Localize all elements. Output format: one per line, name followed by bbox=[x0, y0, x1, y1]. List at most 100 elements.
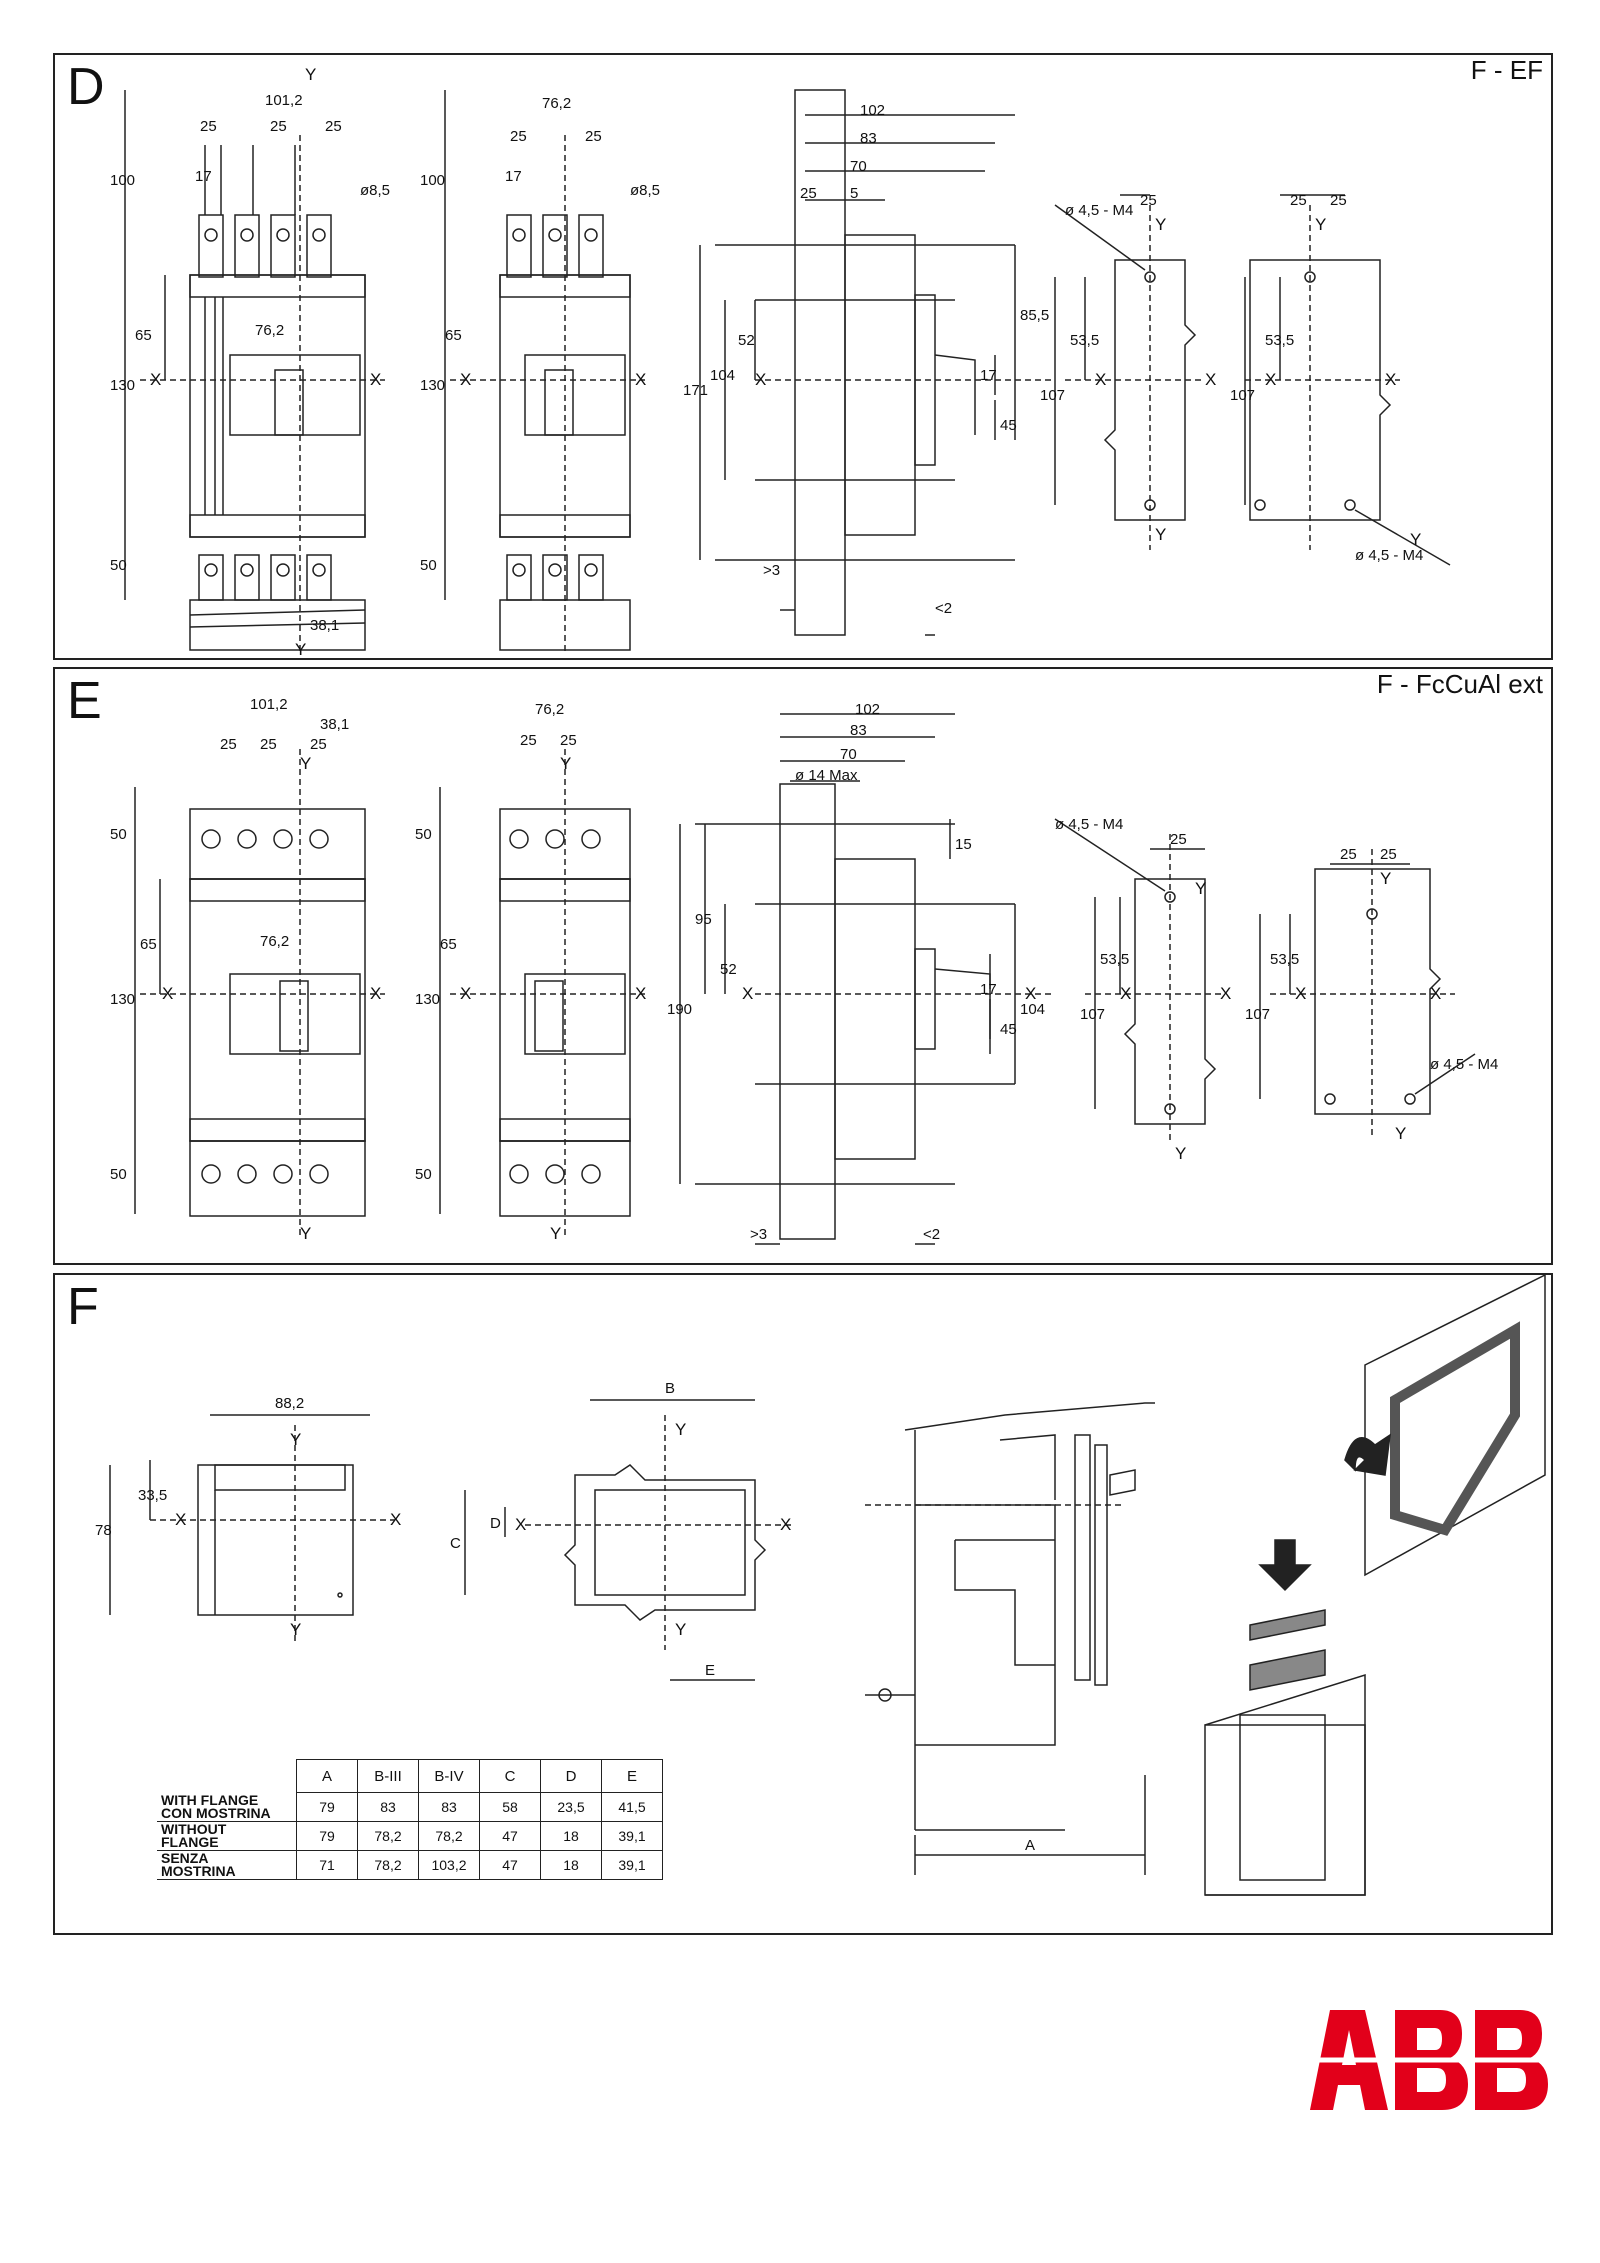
dim-d-3p-25b: 25 bbox=[585, 128, 602, 145]
dim-e-m762: 76,2 bbox=[260, 933, 289, 950]
table-cell: 83 bbox=[357, 1792, 419, 1822]
axis-e-x5: X bbox=[742, 984, 753, 1003]
dim-d-g3: >3 bbox=[763, 562, 780, 579]
dim-d-v52: 52 bbox=[738, 332, 755, 349]
axis-d-x3: X bbox=[460, 370, 471, 389]
dim-e-h50b: 50 bbox=[110, 1166, 127, 1183]
panel-label-f: F bbox=[67, 1278, 99, 1336]
dim-f-d: D bbox=[490, 1515, 501, 1532]
axis-d-y3: Y bbox=[1155, 215, 1166, 234]
table-cell: 79 bbox=[296, 1821, 358, 1851]
dim-d-p17: 17 bbox=[195, 168, 212, 185]
axis-f-x4: X bbox=[780, 1515, 791, 1534]
axis-e-x1: X bbox=[162, 984, 173, 1003]
dim-d-drill-25-2a: 25 bbox=[1290, 192, 1307, 209]
dim-e-drill-1: ø 4,5 - M4 bbox=[1055, 816, 1123, 833]
axis-d-x8: X bbox=[1265, 370, 1276, 389]
dim-d-3p-17: 17 bbox=[505, 168, 522, 185]
dim-e-v104: 104 bbox=[1020, 1001, 1045, 1018]
table-cell: 78,2 bbox=[357, 1850, 419, 1880]
dim-e-s102: 102 bbox=[855, 701, 880, 718]
dim-e-h65: 65 bbox=[140, 936, 157, 953]
axis-e-x9: X bbox=[1295, 984, 1306, 1003]
flange-front-view bbox=[109, 1414, 395, 1645]
dim-f-w882: 88,2 bbox=[275, 1395, 304, 1412]
dim-d-v104: 104 bbox=[710, 367, 735, 384]
dim-e-3p-25a: 25 bbox=[520, 732, 537, 749]
axis-e-y1: Y bbox=[300, 754, 311, 773]
table-cell: 41,5 bbox=[601, 1792, 663, 1822]
dim-d-b38: 38,1 bbox=[310, 617, 339, 634]
table-cell: 79 bbox=[296, 1792, 358, 1822]
axis-e-y5: Y bbox=[1195, 879, 1206, 898]
dim-d-drill-25-2b: 25 bbox=[1330, 192, 1347, 209]
dim-e-3p-h65: 65 bbox=[440, 936, 457, 953]
axis-e-x4: X bbox=[635, 984, 646, 1003]
axis-e-y2: Y bbox=[300, 1224, 311, 1243]
dim-d-w3: 76,2 bbox=[542, 95, 571, 112]
axis-e-x10: X bbox=[1430, 984, 1441, 1003]
dim-d-3p-h130: 130 bbox=[420, 377, 445, 394]
axis-d-x6: X bbox=[1095, 370, 1106, 389]
dim-e-s70: 70 bbox=[840, 746, 857, 763]
axis-d-y4: Y bbox=[1155, 525, 1166, 544]
panel-cutout-template bbox=[464, 1399, 795, 1681]
dim-e-b38: 38,1 bbox=[320, 716, 349, 733]
dim-f-h335: 33,5 bbox=[138, 1487, 167, 1504]
table-header-a: A bbox=[296, 1759, 358, 1793]
dim-d-h100: 100 bbox=[110, 172, 135, 189]
dim-e-3p-h50b: 50 bbox=[415, 1166, 432, 1183]
dim-d-3p-h50: 50 bbox=[420, 557, 437, 574]
axis-e-x7: X bbox=[1120, 984, 1131, 1003]
table-cell: 39,1 bbox=[601, 1850, 663, 1880]
panel-label-d: D bbox=[67, 58, 105, 116]
breaker-side-view-d bbox=[699, 89, 1055, 636]
axis-e-y8: Y bbox=[1395, 1124, 1406, 1143]
dim-d-s5: 5 bbox=[850, 185, 858, 202]
dim-d-s102: 102 bbox=[860, 102, 885, 119]
dim-d-drill-25-1: 25 bbox=[1140, 192, 1157, 209]
table-header-b3: B-III bbox=[357, 1759, 419, 1793]
dim-d-3p-25a: 25 bbox=[510, 128, 527, 145]
table-cell: 18 bbox=[540, 1850, 602, 1880]
dim-e-drill-25-2a: 25 bbox=[1340, 846, 1357, 863]
breaker-side-view-e bbox=[679, 713, 1055, 1245]
dim-e-d535-2: 53,5 bbox=[1270, 951, 1299, 968]
dim-e-v15: 15 bbox=[955, 836, 972, 853]
dim-e-s14: ø 14 Max bbox=[795, 767, 858, 784]
dim-d-s70: 70 bbox=[850, 158, 867, 175]
axis-f-x2: X bbox=[390, 1510, 401, 1529]
dim-f-a: A bbox=[1025, 1837, 1035, 1854]
axis-e-x8: X bbox=[1220, 984, 1231, 1003]
dim-e-w3: 76,2 bbox=[535, 701, 564, 718]
breaker-4pole-front-d bbox=[124, 90, 385, 655]
dim-e-v95: 95 bbox=[695, 911, 712, 928]
dim-e-w4: 101,2 bbox=[250, 696, 288, 713]
dim-d-v171: 171 bbox=[683, 382, 708, 399]
drilling-template-2-d bbox=[1244, 194, 1451, 566]
axis-f-y3: Y bbox=[675, 1420, 686, 1439]
table-cell: 23,5 bbox=[540, 1792, 602, 1822]
dim-e-s83: 83 bbox=[850, 722, 867, 739]
table-cell: 58 bbox=[479, 1792, 541, 1822]
dim-e-p25-3: 25 bbox=[310, 736, 327, 753]
dim-d-m762: 76,2 bbox=[255, 322, 284, 339]
panel-tag-e: F - FcCuAl ext bbox=[1376, 669, 1543, 699]
table-cell: 39,1 bbox=[601, 1821, 663, 1851]
dim-e-3p-h50a: 50 bbox=[415, 826, 432, 843]
table-cell: 103,2 bbox=[418, 1850, 480, 1880]
dim-f-h78: 78 bbox=[95, 1522, 112, 1539]
dim-d-3p-h100: 100 bbox=[420, 172, 445, 189]
dim-e-l2: <2 bbox=[923, 1226, 940, 1243]
panel-label-e: E bbox=[67, 672, 102, 730]
dim-d-d107-1: 107 bbox=[1040, 387, 1065, 404]
table-cell: 83 bbox=[418, 1792, 480, 1822]
dim-e-g3: >3 bbox=[750, 1226, 767, 1243]
dim-d-d535-1: 53,5 bbox=[1070, 332, 1099, 349]
dim-d-l2: <2 bbox=[935, 600, 952, 617]
axis-e-x6: X bbox=[1025, 984, 1036, 1003]
